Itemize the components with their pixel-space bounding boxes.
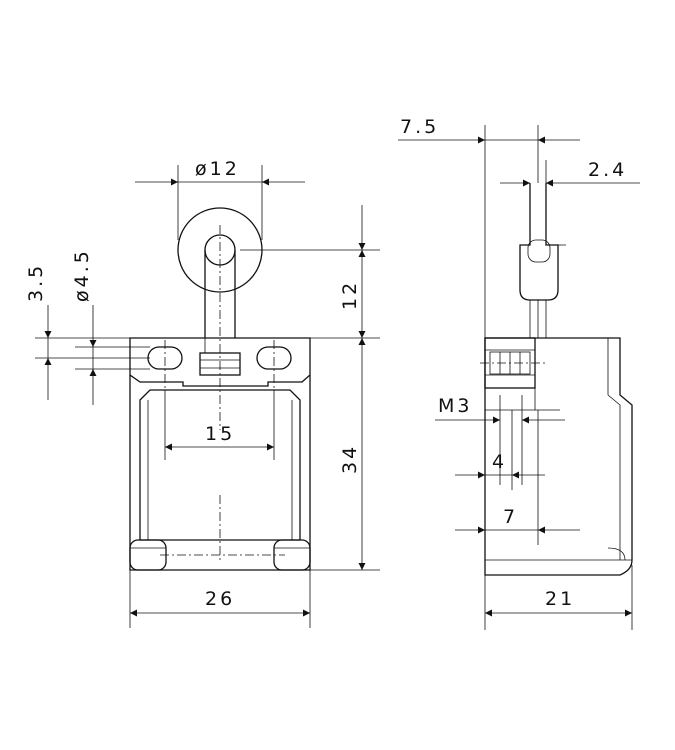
side-lever xyxy=(519,183,559,301)
front-view: ø12 12 34 15 26 3.5 ø4.5 xyxy=(25,158,380,628)
side-body xyxy=(484,337,633,576)
side-view: 7.5 2.4 M3 4 7 21 xyxy=(398,116,640,630)
dim-lever-thickness: 2.4 xyxy=(588,159,627,181)
dim-roller-height: 12 xyxy=(339,280,361,310)
body-outer xyxy=(129,375,311,571)
dim-thread: M3 xyxy=(438,395,472,417)
dim-hole-diameter: ø4.5 xyxy=(71,248,93,302)
dim-body-width: 26 xyxy=(205,588,235,610)
dim-body-height: 34 xyxy=(339,444,361,474)
dim-thread-offset-2: 7 xyxy=(503,506,518,528)
dim-body-depth: 21 xyxy=(545,588,575,610)
dim-roller-diameter: ø12 xyxy=(195,158,240,180)
lever-arm xyxy=(204,250,236,338)
dim-hole-spacing: 15 xyxy=(205,423,235,445)
head-plate xyxy=(129,337,311,387)
plunger-block xyxy=(199,352,241,376)
dim-hole-offset: 3.5 xyxy=(25,263,47,302)
dim-thread-offset-1: 4 xyxy=(492,451,507,473)
dim-lever-offset: 7.5 xyxy=(400,116,439,138)
